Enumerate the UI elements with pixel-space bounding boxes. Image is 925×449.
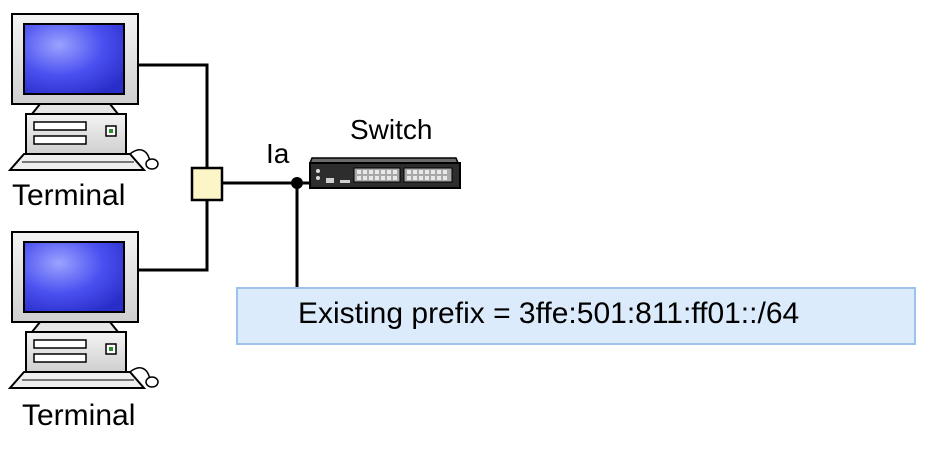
cables	[128, 63, 313, 287]
network-switch-icon	[308, 157, 461, 189]
terminal-bottom-icon	[9, 231, 159, 389]
prefix-box	[236, 287, 916, 345]
terminal-top-icon	[9, 13, 159, 171]
switch-label: Switch	[350, 114, 433, 145]
hub-icon	[190, 166, 224, 202]
cable-terminal-2	[128, 200, 209, 272]
interface-label: Ia	[266, 138, 290, 169]
interface-junction-dot	[291, 177, 303, 189]
terminal-top-label: Terminal	[12, 179, 126, 212]
terminal-bottom-label: Terminal	[22, 399, 136, 432]
cable-terminal-1	[128, 63, 209, 170]
existing-prefix-label: Existing prefix = 3ffe:501:811:ff01::/64	[298, 297, 800, 330]
